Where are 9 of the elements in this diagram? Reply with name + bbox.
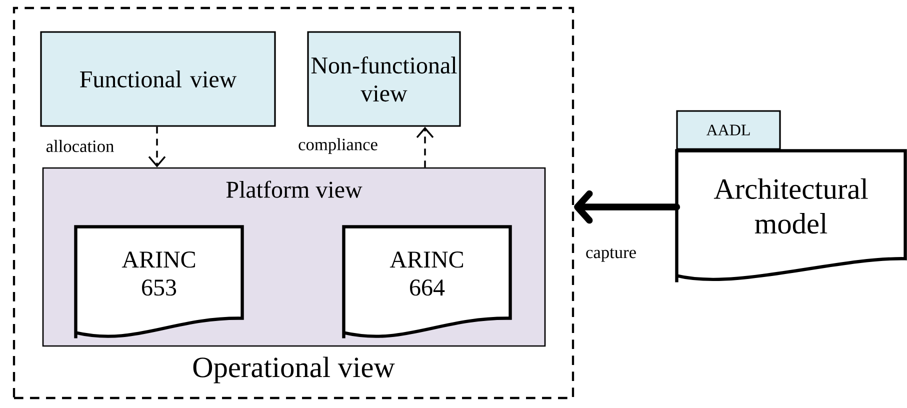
- arrow: [574, 190, 680, 224]
- edge-label: allocation: [46, 140, 114, 152]
- view-box: Non-functional view: [307, 31, 461, 127]
- edge-label: compliance: [298, 138, 378, 154]
- arrow: [416, 126, 434, 168]
- view-box: AADL: [676, 110, 781, 150]
- edge-label: capture: [586, 248, 636, 262]
- view-box: Functional view: [40, 31, 276, 127]
- arrow: [148, 126, 166, 168]
